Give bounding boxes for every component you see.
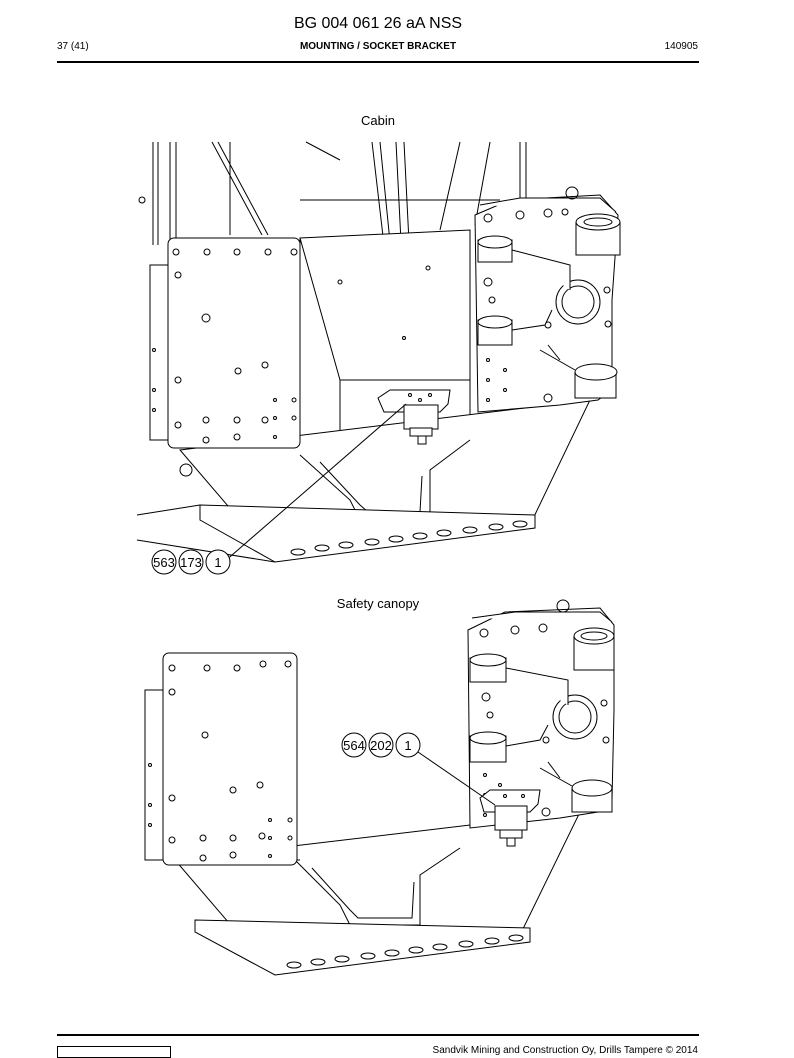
document-date: 140905 <box>664 41 698 52</box>
ref-canopy-sub: 202 <box>370 738 392 753</box>
header-rule <box>57 61 699 63</box>
footer-rule <box>57 1034 699 1036</box>
page-number: 37 (41) <box>57 41 89 52</box>
ref-canopy-qty: 1 <box>404 738 411 753</box>
ref-canopy-part: 564 <box>343 738 365 753</box>
cabin-assembly-drawing <box>136 141 621 563</box>
company-logo <box>57 1046 171 1058</box>
footer-copyright: Sandvik Mining and Construction Oy, Dril… <box>432 1045 698 1056</box>
ref-cabin-sub: 173 <box>180 555 202 570</box>
document-code: BG 004 061 26 aA NSS <box>293 15 463 32</box>
section-label-canopy: Safety canopy <box>336 596 420 611</box>
page-title: MOUNTING / SOCKET BRACKET <box>299 41 457 52</box>
canopy-reference-callout: 564 202 1 <box>341 732 496 806</box>
cabin-reference-callout: 563 173 1 <box>151 403 407 575</box>
canopy-assembly-drawing <box>144 599 615 976</box>
section-label-cabin: Cabin <box>361 113 395 128</box>
ref-cabin-part: 563 <box>153 555 175 570</box>
ref-cabin-qty: 1 <box>214 555 221 570</box>
